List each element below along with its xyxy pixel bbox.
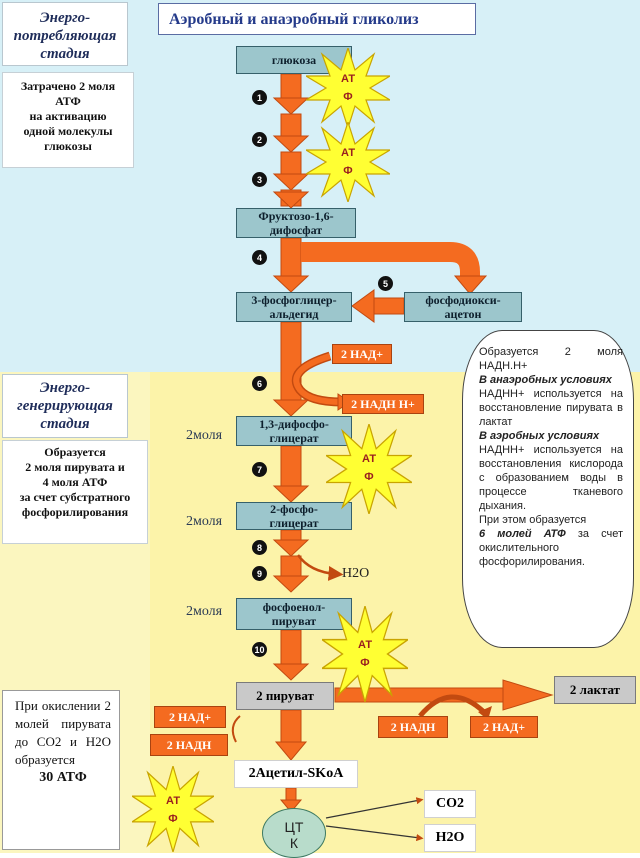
- step-marker: 7: [252, 462, 267, 477]
- moles-label-3: 2моля: [186, 604, 223, 619]
- atp-star: АТ Ф: [322, 606, 408, 702]
- step-marker: 4: [252, 250, 267, 265]
- moles-label-2: 2моля: [186, 514, 223, 529]
- metabolite-dhap: фосфодиокси- ацетон: [404, 292, 522, 322]
- oxidation-note: При окислении 2 молей пирувата до CO2 и …: [2, 690, 120, 850]
- stage2-title: Энерго- генерирующая стадия: [2, 374, 128, 438]
- trunk-arrow: [272, 73, 310, 761]
- water-label-small: H2O: [342, 566, 370, 581]
- step-marker: 8: [252, 540, 267, 555]
- step-marker: 10: [252, 642, 267, 657]
- cofactor-nadh-left: 2 НАДН: [150, 734, 228, 756]
- product-co2: CO2: [424, 790, 476, 818]
- step-marker: 6: [252, 376, 267, 391]
- oxidation-note-value: 30 АТФ: [39, 770, 87, 785]
- tca-cycle: ЦТ К: [262, 808, 326, 858]
- cofactor-nad-left: 2 НАД+: [154, 706, 226, 728]
- metabolite-lactate: 2 лактат: [554, 676, 636, 704]
- cofactor-nadh-lactate: 2 НАДН: [378, 716, 448, 738]
- bubble-head3: 6 молей АТФ: [479, 528, 566, 540]
- info-bubble: Образуется 2 моля НАДН.Н+ В анаэробных у…: [462, 330, 634, 648]
- metabolite-pep: фосфоенол- пируват: [236, 598, 352, 630]
- metabolite-acetyl-coa: 2Ацетил-SKoA: [234, 760, 358, 788]
- stage1-note: Затрачено 2 моля АТФ на активацию одной …: [2, 72, 134, 168]
- step-marker: 9: [252, 566, 267, 581]
- stage1-title: Энерго- потребляющая стадия: [2, 2, 128, 66]
- step-marker: 5: [378, 276, 393, 291]
- atp-label: АТ Ф: [361, 453, 377, 483]
- diagram-title: Аэробный и анаэробный гликолиз: [158, 3, 476, 35]
- cofactor-nad-top: 2 НАД+: [332, 344, 392, 364]
- bubble-head1: В анаэробных условиях: [479, 374, 612, 386]
- oxidation-note-text: При окислении 2 молей пирувата до CO2 и …: [15, 698, 111, 767]
- bubble-line5: за счет окислительного фосфорилирования.: [479, 528, 623, 568]
- atp-star: АТ Ф: [306, 48, 390, 128]
- metabolite-pyruvate: 2 пируват: [236, 682, 334, 710]
- step-marker: 3: [252, 172, 267, 187]
- atp-star: АТ Ф: [306, 122, 390, 202]
- atp-star: АТ Ф: [326, 424, 412, 514]
- atp-label: АТ Ф: [340, 147, 356, 177]
- stage2-note: Образуется 2 моля пирувата и 4 моля АТФ …: [2, 440, 148, 544]
- atp-label: АТ Ф: [357, 639, 373, 669]
- bubble-line2: НАДНН+ используется на восстановление пи…: [479, 388, 623, 428]
- cofactor-nadh-top: 2 НАДН Н+: [342, 394, 424, 414]
- step-marker: 2: [252, 132, 267, 147]
- moles-label-1: 2моля: [186, 428, 223, 443]
- atp-star: АТ Ф: [132, 766, 214, 852]
- bubble-head2: В аэробных условиях: [479, 430, 600, 442]
- metabolite-bpg: 1,3-дифосфо- глицерат: [236, 416, 352, 446]
- atp-label: АТ Ф: [340, 73, 356, 103]
- bubble-line3: НАДНН+ используется на восстановления ки…: [479, 444, 623, 512]
- product-h2o: H2O: [424, 824, 476, 852]
- metabolite-g3p: 3-фосфоглицер- альдегид: [236, 292, 352, 322]
- metabolite-f16bp: Фруктозо-1,6- дифосфат: [236, 208, 356, 238]
- bubble-line1: Образуется 2 моля НАДН.Н+: [479, 346, 623, 372]
- bubble-line4: При этом образуется: [479, 514, 587, 526]
- cofactor-nad-lactate: 2 НАД+: [470, 716, 538, 738]
- step-marker: 1: [252, 90, 267, 105]
- metabolite-2pg: 2-фосфо- глицерат: [236, 502, 352, 530]
- atp-label: АТ Ф: [165, 795, 181, 825]
